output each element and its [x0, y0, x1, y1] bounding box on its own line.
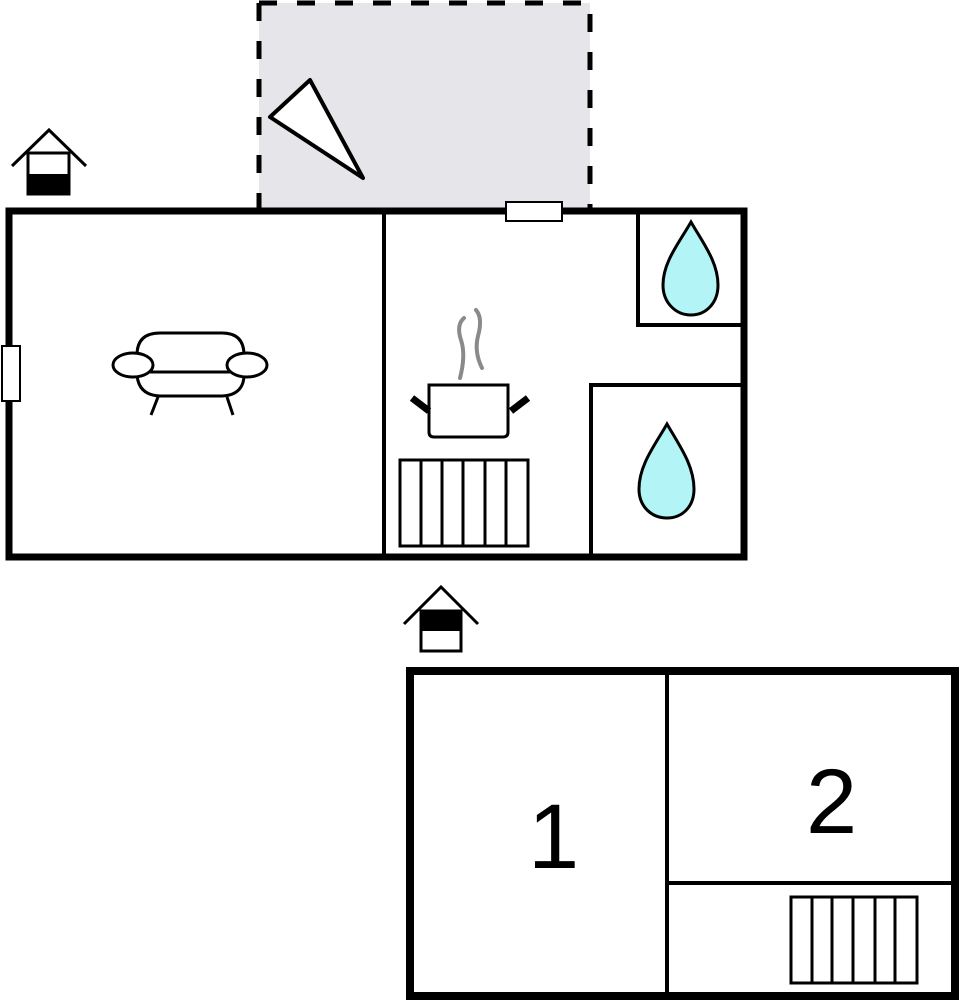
cooking-pot-icon [409, 308, 531, 439]
upper-floor: 1 2 [406, 667, 959, 1000]
house-lower-floor-icon [10, 127, 88, 196]
bathroom-2-wall [589, 383, 744, 557]
bedroom-1-label: 1 [528, 786, 579, 888]
radiator-icon [398, 458, 530, 548]
sofa-icon [111, 331, 269, 416]
water-drop-icon [637, 420, 696, 520]
water-drop-icon [661, 218, 720, 317]
ground-floor [1, 201, 748, 561]
bathroom-1-wall [636, 211, 744, 327]
bedroom-2-label: 2 [806, 751, 857, 853]
terrace [256, 0, 593, 209]
radiator-icon [789, 895, 919, 985]
window-left [1, 345, 21, 402]
house-upper-floor-icon [402, 584, 480, 653]
compass-triangle-icon [268, 78, 365, 180]
window-top [505, 201, 563, 222]
